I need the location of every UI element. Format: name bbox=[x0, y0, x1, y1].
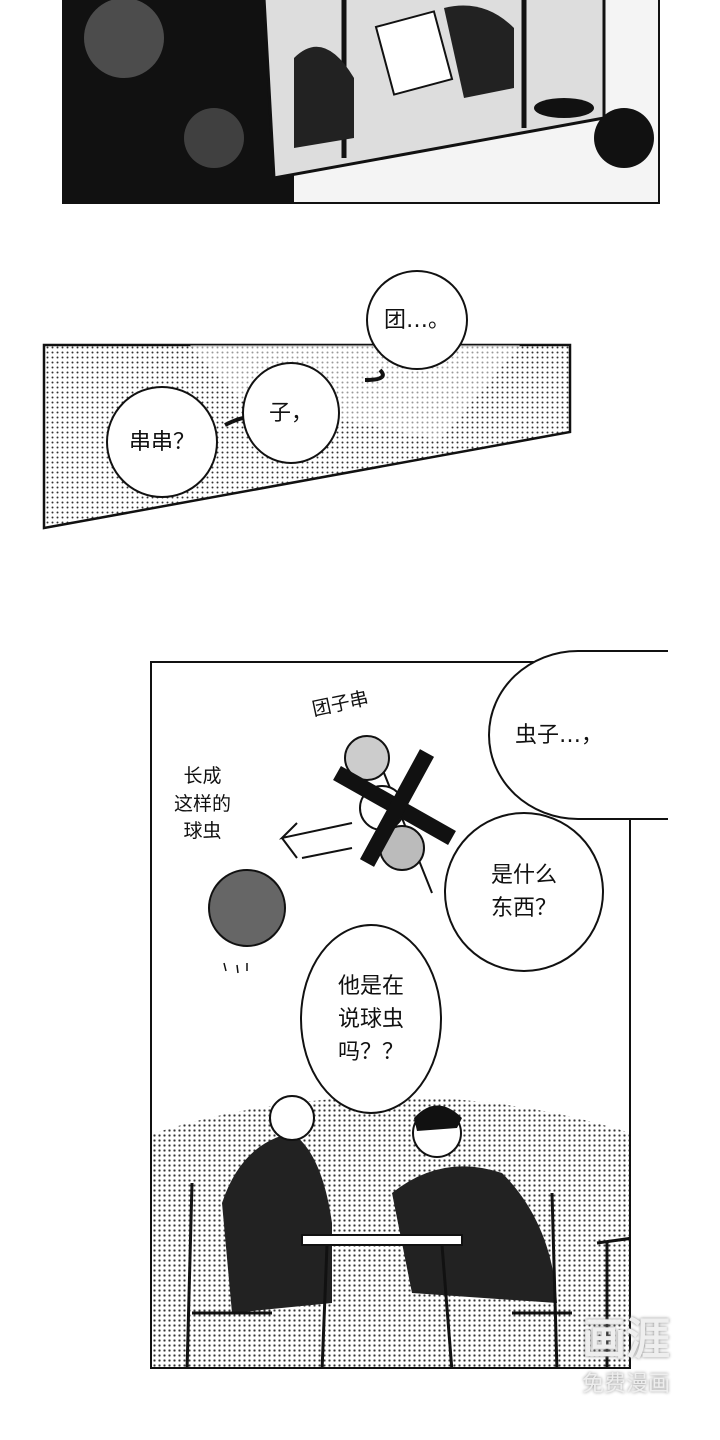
label-line: 这样的 bbox=[174, 792, 232, 815]
watermark-tagline: 免费漫画 bbox=[581, 1372, 670, 1397]
bubble-line: 说球虫 bbox=[337, 1006, 404, 1032]
bubble-line: 他是在 bbox=[337, 973, 404, 999]
watermark-logo: 画涯 bbox=[582, 1314, 670, 1365]
cross-icon bbox=[333, 749, 456, 867]
bubble-text: 团…。 bbox=[383, 307, 450, 333]
bubble-text: 子， bbox=[268, 400, 313, 426]
pill-bug-icon bbox=[208, 869, 286, 947]
panel-classroom: 团子串 长成 这样的 球虫 bbox=[150, 661, 631, 1369]
speech-bubble-question: 他是在说球虫吗？？ bbox=[300, 924, 442, 1114]
label-line: 长成 bbox=[183, 765, 222, 787]
speech-bubble-chuanchuan: 串串？ bbox=[106, 386, 218, 498]
bubble-line: 是什么 bbox=[490, 863, 557, 888]
label-line: 球虫 bbox=[183, 820, 222, 843]
speech-bubble-what: 是什么东西？ bbox=[444, 812, 604, 972]
panel-window-scene bbox=[62, 0, 660, 204]
watermark: 画涯 免费漫画 bbox=[566, 1318, 686, 1398]
label-pill-bug: 长成 这样的 球虫 bbox=[174, 763, 231, 846]
bubble-line: 吗？？ bbox=[337, 1039, 404, 1065]
speech-bubble-bug: 虫子…， bbox=[488, 650, 668, 820]
speech-bubble-tuan: 团…。 bbox=[366, 270, 468, 370]
window-scene-art bbox=[64, 0, 654, 202]
speech-bubble-zi: 子， bbox=[242, 362, 340, 464]
arrow-icon bbox=[278, 822, 353, 859]
classroom-art bbox=[185, 735, 629, 1367]
bubble-text: 串串？ bbox=[128, 429, 195, 455]
bubble-text: 虫子…， bbox=[514, 722, 603, 748]
bubble-line: 东西？ bbox=[490, 896, 557, 921]
